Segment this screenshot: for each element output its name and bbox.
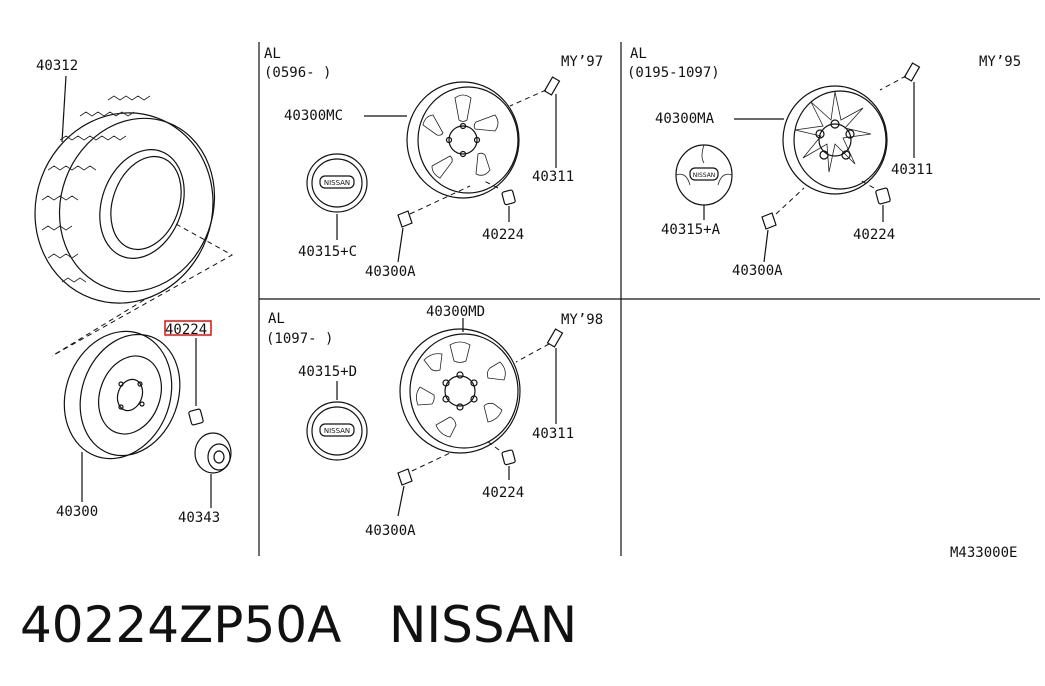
p1-nut-dash — [481, 179, 499, 189]
svg-text:NISSAN: NISSAN — [693, 172, 716, 179]
label-40300: 40300 — [56, 504, 98, 520]
caption: 40224ZP50A NISSAN — [20, 596, 577, 654]
steel-wheel-illustration — [63, 330, 181, 460]
panel-dividers — [258, 42, 1040, 556]
p1-bolt-label: 40311 — [532, 169, 574, 185]
part-number: 40224ZP50A — [20, 596, 342, 654]
p1-wheel-label: 40300MC — [284, 108, 343, 124]
svg-text:NISSAN: NISSAN — [324, 179, 350, 187]
p3-bolt-illustration — [546, 328, 564, 348]
p3-range-label: (1097- ) — [266, 331, 333, 347]
lug-nut-left-illustration — [188, 408, 204, 426]
p2-alloy-label: AL — [630, 46, 647, 62]
p2-bolt-label: 40311 — [891, 162, 933, 178]
brand-name: NISSAN — [388, 596, 578, 654]
p2-weight-dash — [775, 187, 805, 215]
p2-nut-illustration — [875, 187, 891, 205]
svg-text:NISSAN: NISSAN — [324, 427, 350, 435]
diagram-code: M433000E — [950, 545, 1017, 561]
parts-diagram: 40312 40300 40224 40343 AL (0596- ) MY’9… — [34, 42, 1040, 561]
p1-cap-label: 40315+C — [298, 244, 357, 260]
p1-weight-dash — [409, 185, 471, 215]
p3-bolt-label: 40311 — [532, 426, 574, 442]
projection-line-2 — [51, 299, 145, 357]
p1-bolt-illustration — [543, 76, 561, 96]
p2-cap-label: 40315+A — [661, 222, 721, 238]
label-40312: 40312 — [36, 58, 78, 74]
p3-weight-illustration — [397, 468, 413, 486]
p3-alloy-label: AL — [268, 311, 285, 327]
p1-alloy-label: AL — [264, 46, 281, 62]
p1-bolt-dash — [509, 89, 547, 107]
p1-wheel-illustration — [406, 81, 520, 199]
p1-nut-label: 40224 — [482, 227, 524, 243]
label-40343: 40343 — [178, 510, 220, 526]
p1-model-year: MY’97 — [561, 54, 603, 70]
p2-wheel-illustration — [782, 85, 888, 195]
p2-weight-illustration — [761, 212, 777, 230]
p2-bolt-dash — [879, 75, 907, 91]
p2-model-year: MY’95 — [979, 54, 1021, 70]
p3-weight-dash — [411, 451, 453, 472]
p2-leader-weight — [763, 229, 769, 263]
p2-wheel-label: 40300MA — [655, 111, 715, 127]
p3-wheel-illustration — [399, 328, 521, 454]
p1-nut-illustration — [501, 189, 516, 206]
highlight-box — [164, 320, 212, 336]
p3-wheel-label: 40300MD — [426, 304, 485, 320]
p1-weight-illustration — [397, 210, 413, 228]
p3-bolt-dash — [515, 343, 550, 363]
p3-leader-weight — [397, 485, 405, 517]
p1-range-label: (0596- ) — [264, 65, 331, 81]
projection-line — [51, 223, 234, 357]
p2-weight-label: 40300A — [732, 263, 783, 279]
p3-model-year: MY’98 — [561, 312, 603, 328]
p1-leader-weight — [397, 227, 404, 263]
leader-40312 — [61, 75, 67, 143]
center-cap-illustration — [194, 432, 232, 474]
tire-illustration — [34, 95, 216, 304]
p3-nut-dash — [486, 440, 500, 451]
p2-bolt-illustration — [903, 62, 921, 82]
label-40224-left[interactable]: 40224 — [165, 322, 207, 338]
p2-nut-label: 40224 — [853, 227, 895, 243]
p2-cap-illustration: NISSAN — [675, 144, 733, 206]
p2-nut-dash — [859, 179, 875, 189]
p3-nut-illustration — [501, 449, 516, 466]
p3-nut-label: 40224 — [482, 485, 524, 501]
p3-weight-label: 40300A — [365, 523, 416, 539]
p1-cap-illustration: NISSAN — [306, 153, 368, 213]
p3-cap-illustration: NISSAN — [306, 401, 368, 461]
p3-cap-label: 40315+D — [298, 364, 357, 380]
p2-range-label: (0195-1097) — [627, 65, 720, 81]
p1-weight-label: 40300A — [365, 264, 416, 280]
